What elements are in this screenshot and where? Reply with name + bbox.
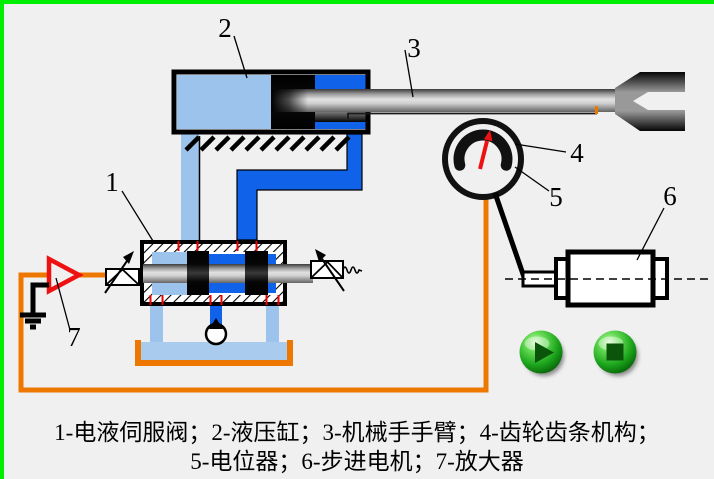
oil-tank [135, 306, 293, 366]
pump-symbol [204, 318, 228, 346]
caption-line-2: 5-电位器；6-步进电机；7-放大器 [190, 449, 524, 474]
needle [478, 140, 489, 170]
stepper-motor [492, 192, 712, 308]
hydraulic-pipes [181, 133, 363, 242]
rack [347, 112, 597, 119]
frame-border-left [0, 0, 4, 479]
stop-icon [606, 343, 624, 361]
label-5-potentiometer: 5 [549, 182, 563, 212]
play-icon [535, 342, 554, 363]
solenoid-right [310, 249, 363, 292]
caption: 1-电液伺服阀；2-液压缸；3-机械手手臂；4-齿轮齿条机构； 5-电位器；6-… [0, 418, 714, 476]
frame-border-top [0, 0, 714, 4]
motor-link [492, 192, 527, 278]
label-7-amplifier: 7 [67, 322, 81, 352]
stop-button[interactable] [593, 330, 639, 377]
potentiometer-gauge [442, 118, 524, 200]
play-button[interactable] [519, 330, 565, 377]
label-2-cylinder: 2 [218, 13, 232, 43]
caption-line-1: 1-电液伺服阀；2-液压缸；3-机械手手臂；4-齿轮齿条机构； [54, 420, 660, 445]
label-4-rack-pinion: 4 [570, 138, 584, 168]
solenoid-left [104, 251, 140, 294]
label-6-stepper-motor: 6 [663, 181, 677, 211]
label-3-arm: 3 [407, 33, 421, 63]
gripper [615, 72, 685, 131]
spring-symbol [342, 266, 363, 274]
label-1-servo-valve: 1 [105, 167, 119, 197]
ground-symbol [20, 282, 49, 330]
manipulator-arm [271, 72, 685, 131]
valve-spool-rod [143, 264, 313, 283]
ground-hatching [184, 135, 351, 152]
leader-lines [55, 35, 665, 331]
amplifier [20, 255, 84, 330]
servo-valve [104, 240, 363, 306]
